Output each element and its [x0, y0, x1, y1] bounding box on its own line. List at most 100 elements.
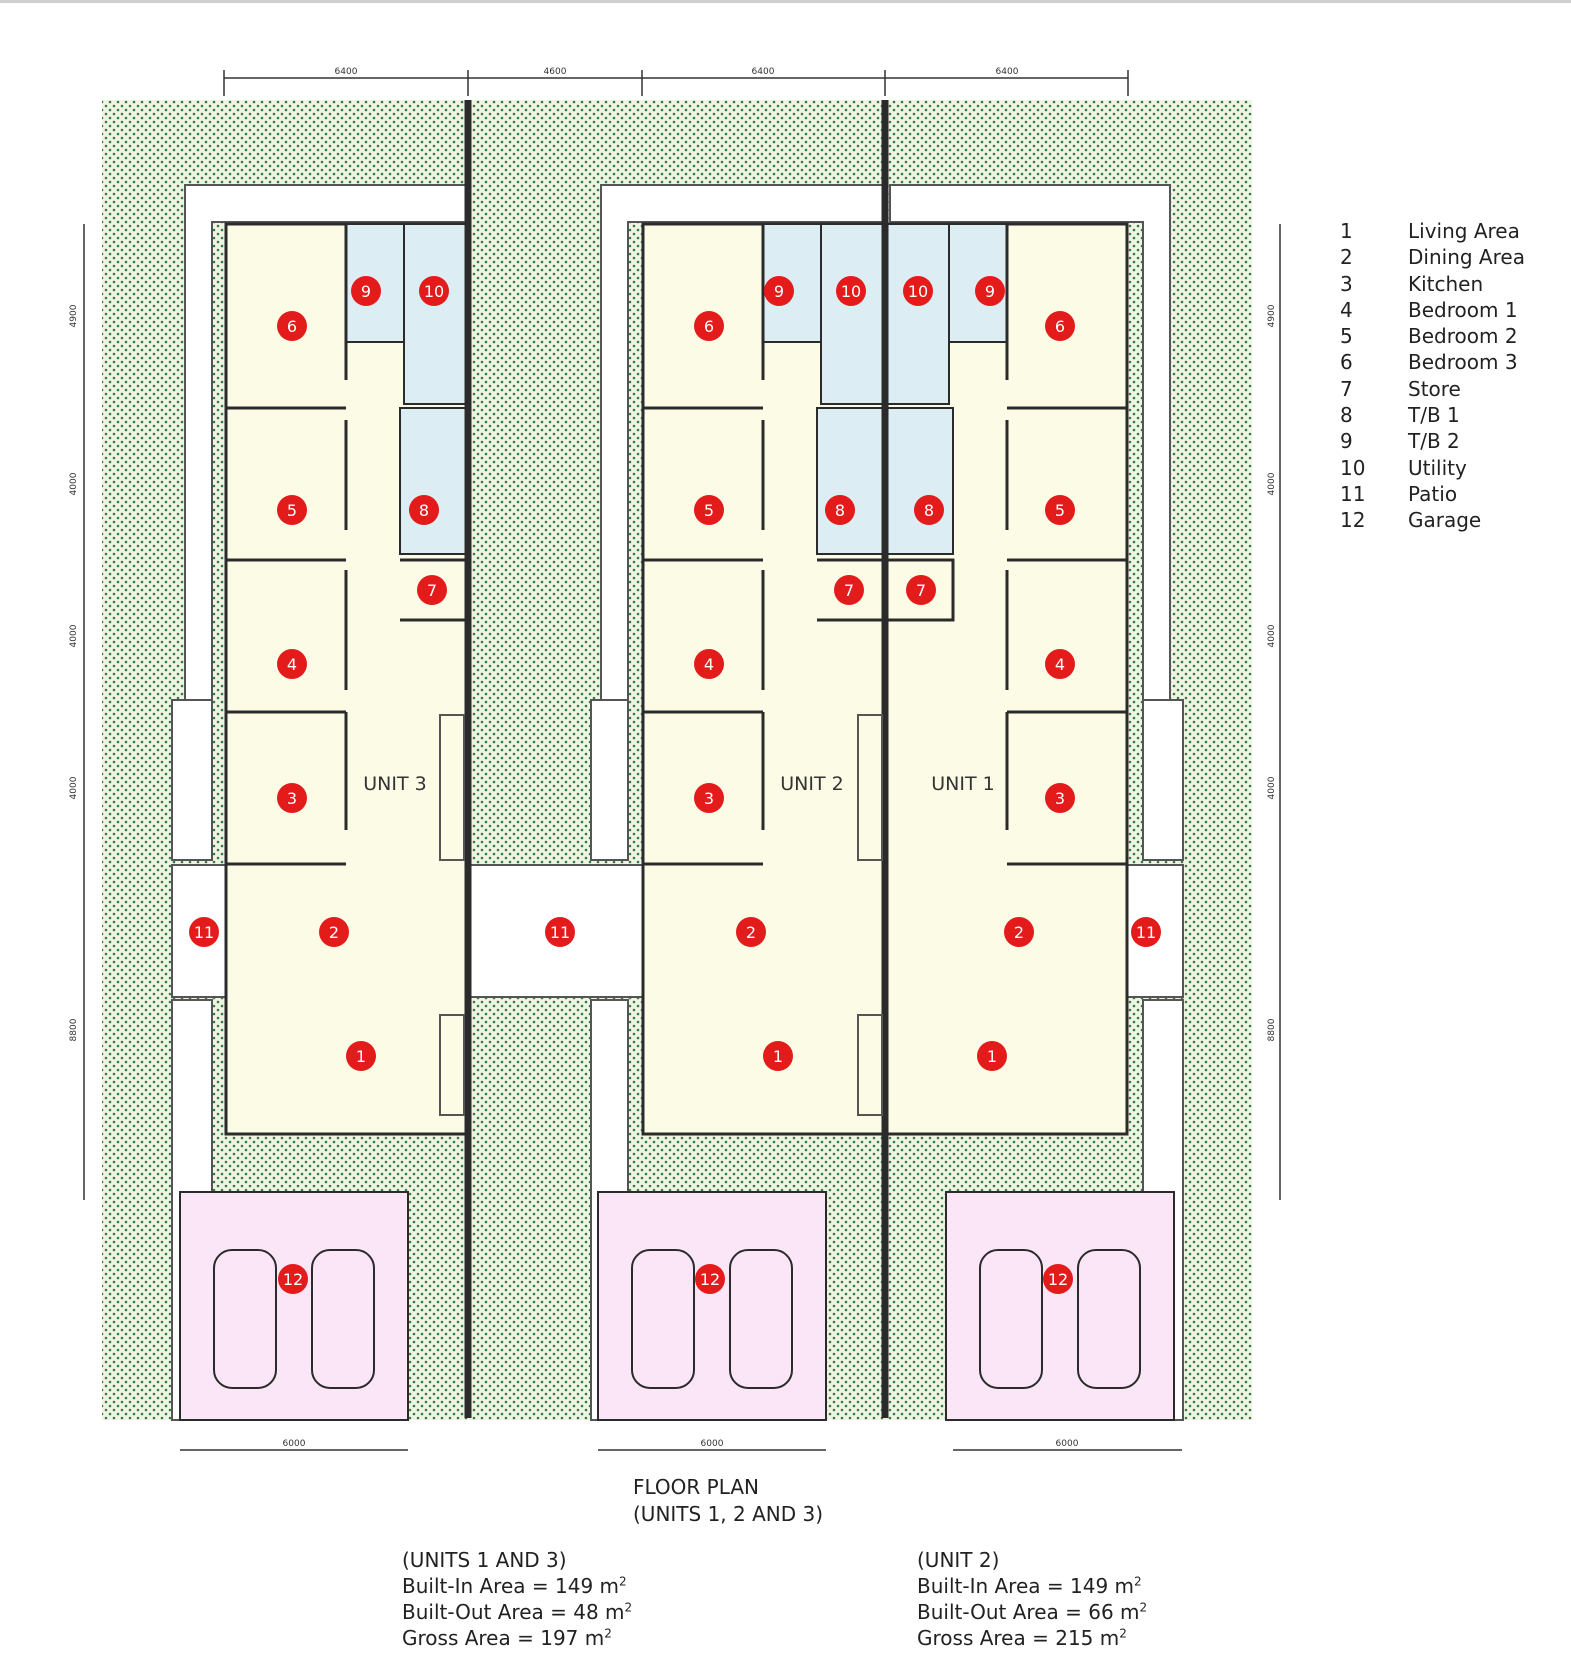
- room-marker: 6: [277, 311, 307, 341]
- dim-top-1: 6400: [335, 67, 358, 77]
- room-marker: 11: [1131, 917, 1161, 947]
- legend-number: 12: [1340, 508, 1366, 533]
- room-marker-number: 5: [1055, 501, 1065, 520]
- dim-side-3: 4000: [69, 624, 79, 647]
- room-marker: 4: [694, 649, 724, 679]
- room-marker: 8: [409, 495, 439, 525]
- dim-bottom-2: 6000: [701, 1439, 724, 1449]
- room-marker-number: 3: [287, 789, 297, 808]
- legend-label: Kitchen: [1408, 271, 1484, 296]
- room-marker: 3: [277, 783, 307, 813]
- unit-label-2: UNIT 2: [780, 773, 843, 795]
- room-marker-number: 12: [700, 1270, 720, 1289]
- legend-item: 1 Living Area: [1340, 218, 1525, 244]
- room-marker: 1: [977, 1041, 1007, 1071]
- room-marker: 5: [277, 495, 307, 525]
- legend-label: Bedroom 1: [1408, 297, 1518, 322]
- legend-label: T/B 1: [1408, 403, 1460, 428]
- legend-label: Garage: [1408, 508, 1482, 533]
- room-marker-number: 11: [550, 923, 570, 942]
- room-marker-number: 5: [704, 501, 714, 520]
- room-partitions: [226, 224, 1127, 866]
- legend-label: Utility: [1408, 455, 1467, 480]
- gross-area: Gross Area = 197 m2: [402, 1626, 612, 1650]
- room-marker: 12: [278, 1264, 308, 1294]
- dim-bottom-3: 6000: [1056, 1439, 1079, 1449]
- dim-side-right-5: 8800: [1267, 1018, 1277, 1041]
- room-marker-number: 3: [704, 789, 714, 808]
- room-marker-number: 1: [356, 1047, 366, 1066]
- room-marker: 3: [1045, 783, 1075, 813]
- legend-label: Patio: [1408, 481, 1458, 506]
- room-marker-number: 2: [746, 923, 756, 942]
- room-marker-number: 10: [841, 282, 861, 301]
- legend-label: Living Area: [1408, 219, 1520, 243]
- dim-side-2: 4000: [69, 472, 79, 495]
- caption-title: FLOOR PLAN: [633, 1475, 759, 1499]
- dim-bottom-1: 6000: [283, 1439, 306, 1449]
- legend-item: 12 Garage: [1340, 507, 1525, 533]
- party-walls: [464, 100, 889, 1418]
- car-icons: [213, 1249, 1141, 1389]
- legend-label: T/B 2: [1408, 429, 1460, 454]
- legend-label: Dining Area: [1408, 245, 1525, 270]
- legend-item: 11 Patio: [1340, 481, 1525, 507]
- room-marker: 4: [1045, 649, 1075, 679]
- room-marker: 12: [695, 1264, 725, 1294]
- dim-side-right-4: 4000: [1267, 776, 1277, 799]
- areas-header: (UNIT 2): [917, 1548, 1000, 1572]
- room-marker-number: 7: [844, 581, 854, 600]
- room-marker-number: 4: [287, 655, 297, 674]
- room-marker: 10: [903, 276, 933, 306]
- legend-number: 9: [1340, 429, 1353, 454]
- built-out-area: Built-Out Area = 48 m2: [402, 1600, 633, 1624]
- room-marker: 11: [545, 917, 575, 947]
- dim-side-4: 4000: [69, 776, 79, 799]
- gross-area: Gross Area = 215 m2: [917, 1626, 1127, 1650]
- room-marker-number: 1: [773, 1047, 783, 1066]
- room-marker: 11: [189, 917, 219, 947]
- counter-fins: [439, 714, 883, 1116]
- legend-item: 8 T/B 1: [1340, 402, 1525, 428]
- legend-label: Store: [1408, 376, 1461, 401]
- caption-subtitle: (UNITS 1, 2 AND 3): [633, 1502, 824, 1526]
- room-marker-number: 9: [985, 282, 995, 301]
- room-marker: 7: [834, 575, 864, 605]
- room-marker: 5: [694, 495, 724, 525]
- room-marker-number: 6: [287, 317, 297, 336]
- room-marker-number: 2: [1014, 923, 1024, 942]
- room-marker-number: 1: [987, 1047, 997, 1066]
- room-marker: 2: [736, 917, 766, 947]
- room-marker: 9: [351, 276, 381, 306]
- legend-number: 1: [1340, 219, 1353, 243]
- built-in-area: Built-In Area = 149 m2: [402, 1574, 627, 1598]
- legend-number: 11: [1340, 481, 1366, 506]
- floor-plan-caption: FLOOR PLAN (UNITS 1, 2 AND 3): [633, 1474, 823, 1528]
- legend-number: 10: [1340, 455, 1366, 480]
- room-marker: 6: [1045, 311, 1075, 341]
- dim-side-1: 4900: [69, 304, 79, 327]
- room-marker: 9: [764, 276, 794, 306]
- legend-item: 2 Dining Area: [1340, 244, 1525, 270]
- dim-top-4: 6400: [996, 67, 1019, 77]
- areas-unit-2: (UNIT 2) Built-In Area = 149 m2 Built-Ou…: [917, 1547, 1147, 1651]
- room-marker: 9: [975, 276, 1005, 306]
- room-marker-number: 3: [1055, 789, 1065, 808]
- room-marker-number: 8: [419, 501, 429, 520]
- room-marker-number: 6: [1055, 317, 1065, 336]
- built-in-area: Built-In Area = 149 m2: [917, 1574, 1142, 1598]
- room-marker: 2: [319, 917, 349, 947]
- room-marker: 7: [417, 575, 447, 605]
- wet-areas: [345, 223, 1008, 555]
- room-marker-number: 12: [1048, 1270, 1068, 1289]
- legend-item: 10 Utility: [1340, 455, 1525, 481]
- top-border-line: [0, 0, 1571, 3]
- areas-units-1-3: (UNITS 1 AND 3) Built-In Area = 149 m2 B…: [402, 1547, 632, 1651]
- legend-number: 2: [1340, 245, 1353, 270]
- legend-item: 9 T/B 2: [1340, 428, 1525, 454]
- legend-number: 8: [1340, 403, 1353, 428]
- room-marker-number: 11: [194, 923, 214, 942]
